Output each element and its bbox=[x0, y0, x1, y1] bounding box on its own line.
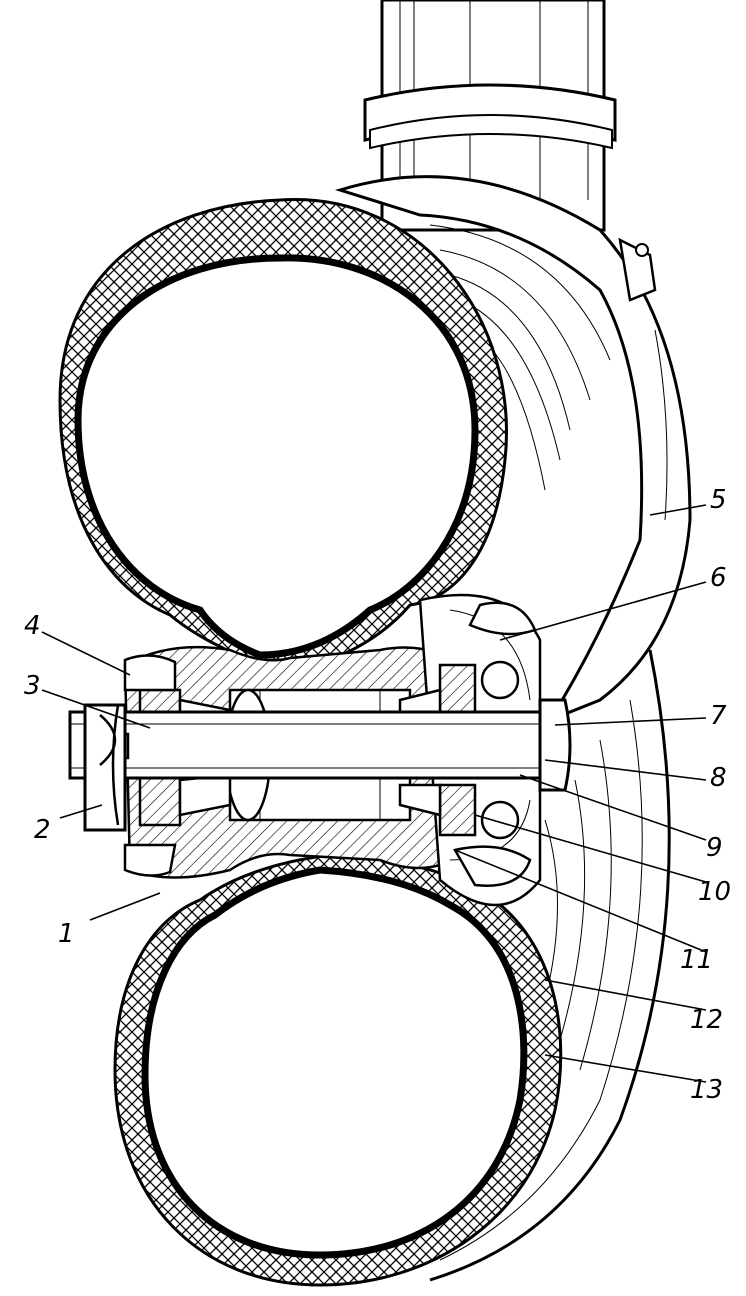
callout-7: 7 bbox=[710, 701, 727, 731]
callout-8: 8 bbox=[710, 763, 727, 793]
leader-lines bbox=[41, 504, 707, 1083]
strut-clamp-ring bbox=[363, 83, 617, 150]
callout-3: 3 bbox=[24, 671, 41, 701]
axle-nut bbox=[83, 703, 127, 832]
callout-2: 2 bbox=[34, 815, 51, 845]
callout-10: 10 bbox=[698, 877, 731, 907]
seal-left bbox=[123, 654, 177, 877]
wheel-side-contour bbox=[429, 649, 671, 1282]
callout-4: 4 bbox=[24, 611, 41, 641]
callout-labels: 1 2 3 4 5 6 7 8 9 10 11 12 13 bbox=[24, 485, 731, 1105]
callout-12: 12 bbox=[690, 1005, 723, 1035]
callout-1: 1 bbox=[58, 919, 75, 949]
tire-lower-section bbox=[113, 853, 563, 1287]
callout-5: 5 bbox=[710, 485, 727, 515]
callout-9: 9 bbox=[706, 833, 723, 863]
tire-upper-section bbox=[58, 197, 508, 662]
callout-13: 13 bbox=[690, 1075, 723, 1105]
callout-11: 11 bbox=[680, 945, 713, 975]
axle bbox=[68, 698, 572, 792]
callout-6: 6 bbox=[710, 563, 727, 593]
